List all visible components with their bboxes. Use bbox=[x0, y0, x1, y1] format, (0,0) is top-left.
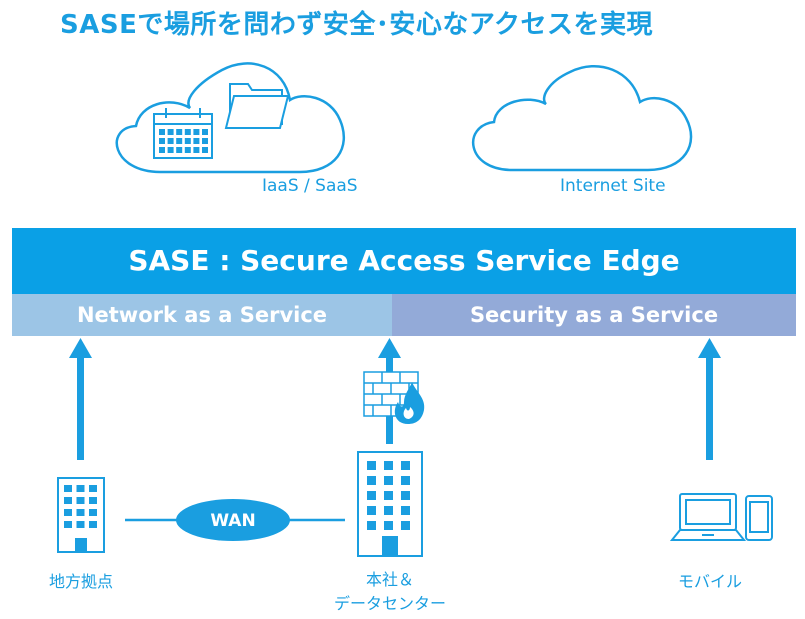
calendar-cell bbox=[159, 129, 165, 135]
calendar-cell bbox=[159, 147, 165, 153]
window bbox=[367, 461, 376, 470]
folder-icon bbox=[224, 83, 290, 129]
calendar-cell bbox=[176, 129, 183, 135]
calendar-grid bbox=[159, 129, 208, 153]
site-label-mobile: モバイル bbox=[677, 572, 742, 591]
window bbox=[64, 509, 72, 516]
wan-link: WAN bbox=[125, 499, 345, 541]
window bbox=[76, 509, 85, 516]
sase-bar: SASE : Secure Access Service Edge bbox=[12, 228, 796, 294]
window bbox=[367, 506, 376, 515]
window bbox=[64, 485, 72, 492]
building-icon bbox=[57, 477, 105, 553]
smartphone-icon bbox=[745, 495, 773, 541]
calendar-cell bbox=[167, 138, 174, 144]
window bbox=[64, 521, 72, 528]
window bbox=[401, 521, 410, 530]
calendar-cell bbox=[184, 129, 191, 135]
arrow-up-icon bbox=[698, 338, 721, 460]
window bbox=[64, 497, 72, 504]
calendar-cell bbox=[184, 147, 191, 153]
arrow-up-icon bbox=[69, 338, 92, 460]
calendar-cell bbox=[167, 129, 174, 135]
cloud-icon bbox=[115, 62, 346, 174]
window bbox=[367, 476, 376, 485]
window bbox=[401, 461, 410, 470]
window bbox=[89, 485, 97, 492]
calendar-cell bbox=[159, 138, 165, 144]
window bbox=[384, 491, 393, 500]
window bbox=[401, 506, 410, 515]
calendar-cell bbox=[167, 147, 174, 153]
window bbox=[367, 491, 376, 500]
wan-label: WAN bbox=[210, 511, 255, 531]
window bbox=[89, 509, 97, 516]
window bbox=[384, 521, 393, 530]
window bbox=[384, 461, 393, 470]
page-title: SASEで場所を問わず安全･安心なアクセスを実現 bbox=[60, 10, 654, 40]
site-label-hq: 本社＆ データセンター bbox=[320, 566, 460, 614]
calendar-cell bbox=[184, 138, 191, 144]
fire-icon bbox=[394, 382, 425, 424]
window bbox=[367, 521, 376, 530]
site-label-branch: 地方拠点 bbox=[48, 572, 113, 591]
window bbox=[89, 521, 97, 528]
window bbox=[89, 497, 97, 504]
site-label-hq-line2: データセンター bbox=[333, 594, 446, 613]
window bbox=[76, 521, 85, 528]
calendar-cell bbox=[202, 147, 208, 153]
window bbox=[401, 491, 410, 500]
network-as-a-service: Network as a Service bbox=[12, 294, 392, 336]
calendar-cell bbox=[193, 147, 200, 153]
window bbox=[76, 485, 85, 492]
window bbox=[76, 497, 85, 504]
security-as-a-service: Security as a Service bbox=[392, 294, 796, 336]
calendar-cell bbox=[193, 129, 200, 135]
cloud-icon bbox=[471, 64, 693, 172]
cloud-label-iaas-saas: IaaS / SaaS bbox=[262, 176, 358, 196]
window bbox=[384, 476, 393, 485]
calendar-cell bbox=[176, 138, 183, 144]
window bbox=[401, 476, 410, 485]
site-label-hq-line1: 本社＆ bbox=[365, 570, 414, 589]
calendar-cell bbox=[202, 129, 208, 135]
window bbox=[384, 506, 393, 515]
calendar-cell bbox=[193, 138, 200, 144]
cloud-label-internet-site: Internet Site bbox=[560, 176, 666, 196]
building-icon bbox=[357, 451, 423, 557]
calendar-cell bbox=[202, 138, 208, 144]
laptop-icon bbox=[669, 493, 747, 541]
calendar-cell bbox=[176, 147, 183, 153]
